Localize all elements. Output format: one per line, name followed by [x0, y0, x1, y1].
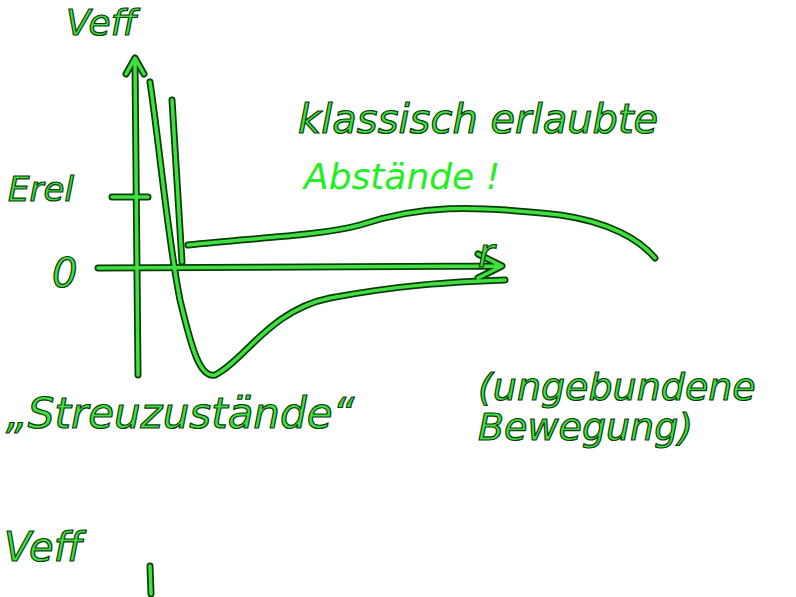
axis-label: Veff — [66, 4, 137, 42]
energy-label: Erel — [8, 172, 74, 208]
axis-label: r — [478, 232, 494, 274]
note-text: klassisch erlaubte — [298, 98, 658, 140]
note-text: Abstände ! — [304, 158, 500, 196]
note-text: „Streuzustände“ — [6, 392, 354, 436]
axis-label: Veff — [4, 526, 83, 568]
note-text: (ungebundene Bewegung) — [478, 368, 788, 448]
origin-label: 0 — [52, 252, 77, 294]
